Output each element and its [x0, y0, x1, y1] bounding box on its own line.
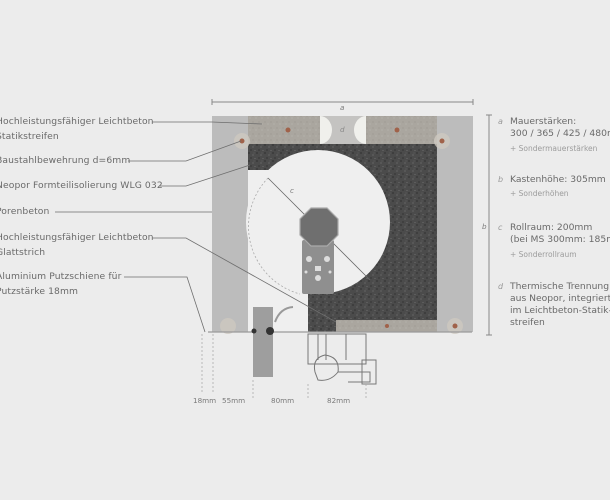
- callout-text: Neopor Formteilisolierung WLG 032: [0, 180, 163, 191]
- dimension-label-d: d: [340, 125, 345, 134]
- callout-leichtbeton-statik: Hochleistungsfähiger Leichtbeton Statiks…: [0, 114, 154, 144]
- anchor-points: [220, 127, 463, 334]
- spec-line: 300 / 365 / 425 / 480mm: [510, 128, 610, 139]
- spec-sub: + Sonderhöhen: [510, 189, 569, 198]
- porenbeton-left: [212, 116, 248, 332]
- callout-neopor: Neopor Formteilisolierung WLG 032: [0, 178, 163, 193]
- callout-text: Glattstrich: [0, 247, 46, 258]
- callout-putzschiene: Aluminium Putzschiene für Putzstärke 18m…: [0, 269, 121, 299]
- dimension-a: [211, 99, 474, 105]
- shaft-bracket: [299, 207, 339, 294]
- leader-lines: [55, 121, 337, 333]
- callout-text: Statikstreifen: [0, 131, 59, 142]
- dim-80mm: 80mm: [271, 396, 295, 405]
- putzschiene: [253, 307, 273, 377]
- callout-text: Putzstärke 18mm: [0, 286, 79, 297]
- callout-leichtbeton-glatt: Hochleistungsfähiger Leichtbeton Glattst…: [0, 230, 154, 260]
- dimension-b: [486, 114, 492, 336]
- spec-line: Mauerstärken:: [510, 116, 577, 127]
- spec-sub: + Sonderrollraum: [510, 250, 577, 259]
- window-frame: [307, 333, 377, 385]
- spec-line: streifen: [510, 317, 545, 328]
- dim-82mm: 82mm: [327, 396, 351, 405]
- spec-line: im Leichtbeton-Statik-: [510, 305, 610, 316]
- spec-letter: d: [498, 282, 504, 291]
- dimension-label-c: c: [290, 186, 294, 195]
- spec-line: Rollraum: 200mm: [510, 222, 593, 233]
- dimension-guides-bottom: [201, 334, 367, 398]
- spec-letter: a: [498, 117, 503, 126]
- callout-text: Baustahlbewehrung d=6mm: [0, 155, 131, 166]
- callout-text: Porenbeton: [0, 206, 50, 217]
- dim-55mm: 55mm: [222, 396, 246, 405]
- dimension-label-a: a: [340, 103, 345, 112]
- spec-letter: b: [498, 175, 504, 184]
- callout-text: Aluminium Putzschiene für: [0, 271, 122, 282]
- spec-line: aus Neopor, integriert: [510, 293, 610, 304]
- callout-text: Hochleistungsfähiger Leichtbeton: [0, 116, 154, 127]
- porenbeton-right: [437, 116, 473, 332]
- dimension-label-b: b: [482, 222, 487, 231]
- dim-18mm: 18mm: [193, 396, 217, 405]
- spec-line: (bei MS 300mm: 185mm): [510, 234, 610, 245]
- spec-letter: c: [498, 223, 503, 232]
- callout-baustahl: Baustahlbewehrung d=6mm: [0, 153, 130, 168]
- spec-line: Kastenhöhe: 305mm: [510, 174, 606, 185]
- callout-text: Hochleistungsfähiger Leichtbeton: [0, 232, 154, 243]
- spec-sub: + Sondermauerstärken: [510, 144, 598, 153]
- callout-porenbeton: Porenbeton: [0, 204, 49, 219]
- spec-line: Thermische Trennung: [510, 281, 610, 292]
